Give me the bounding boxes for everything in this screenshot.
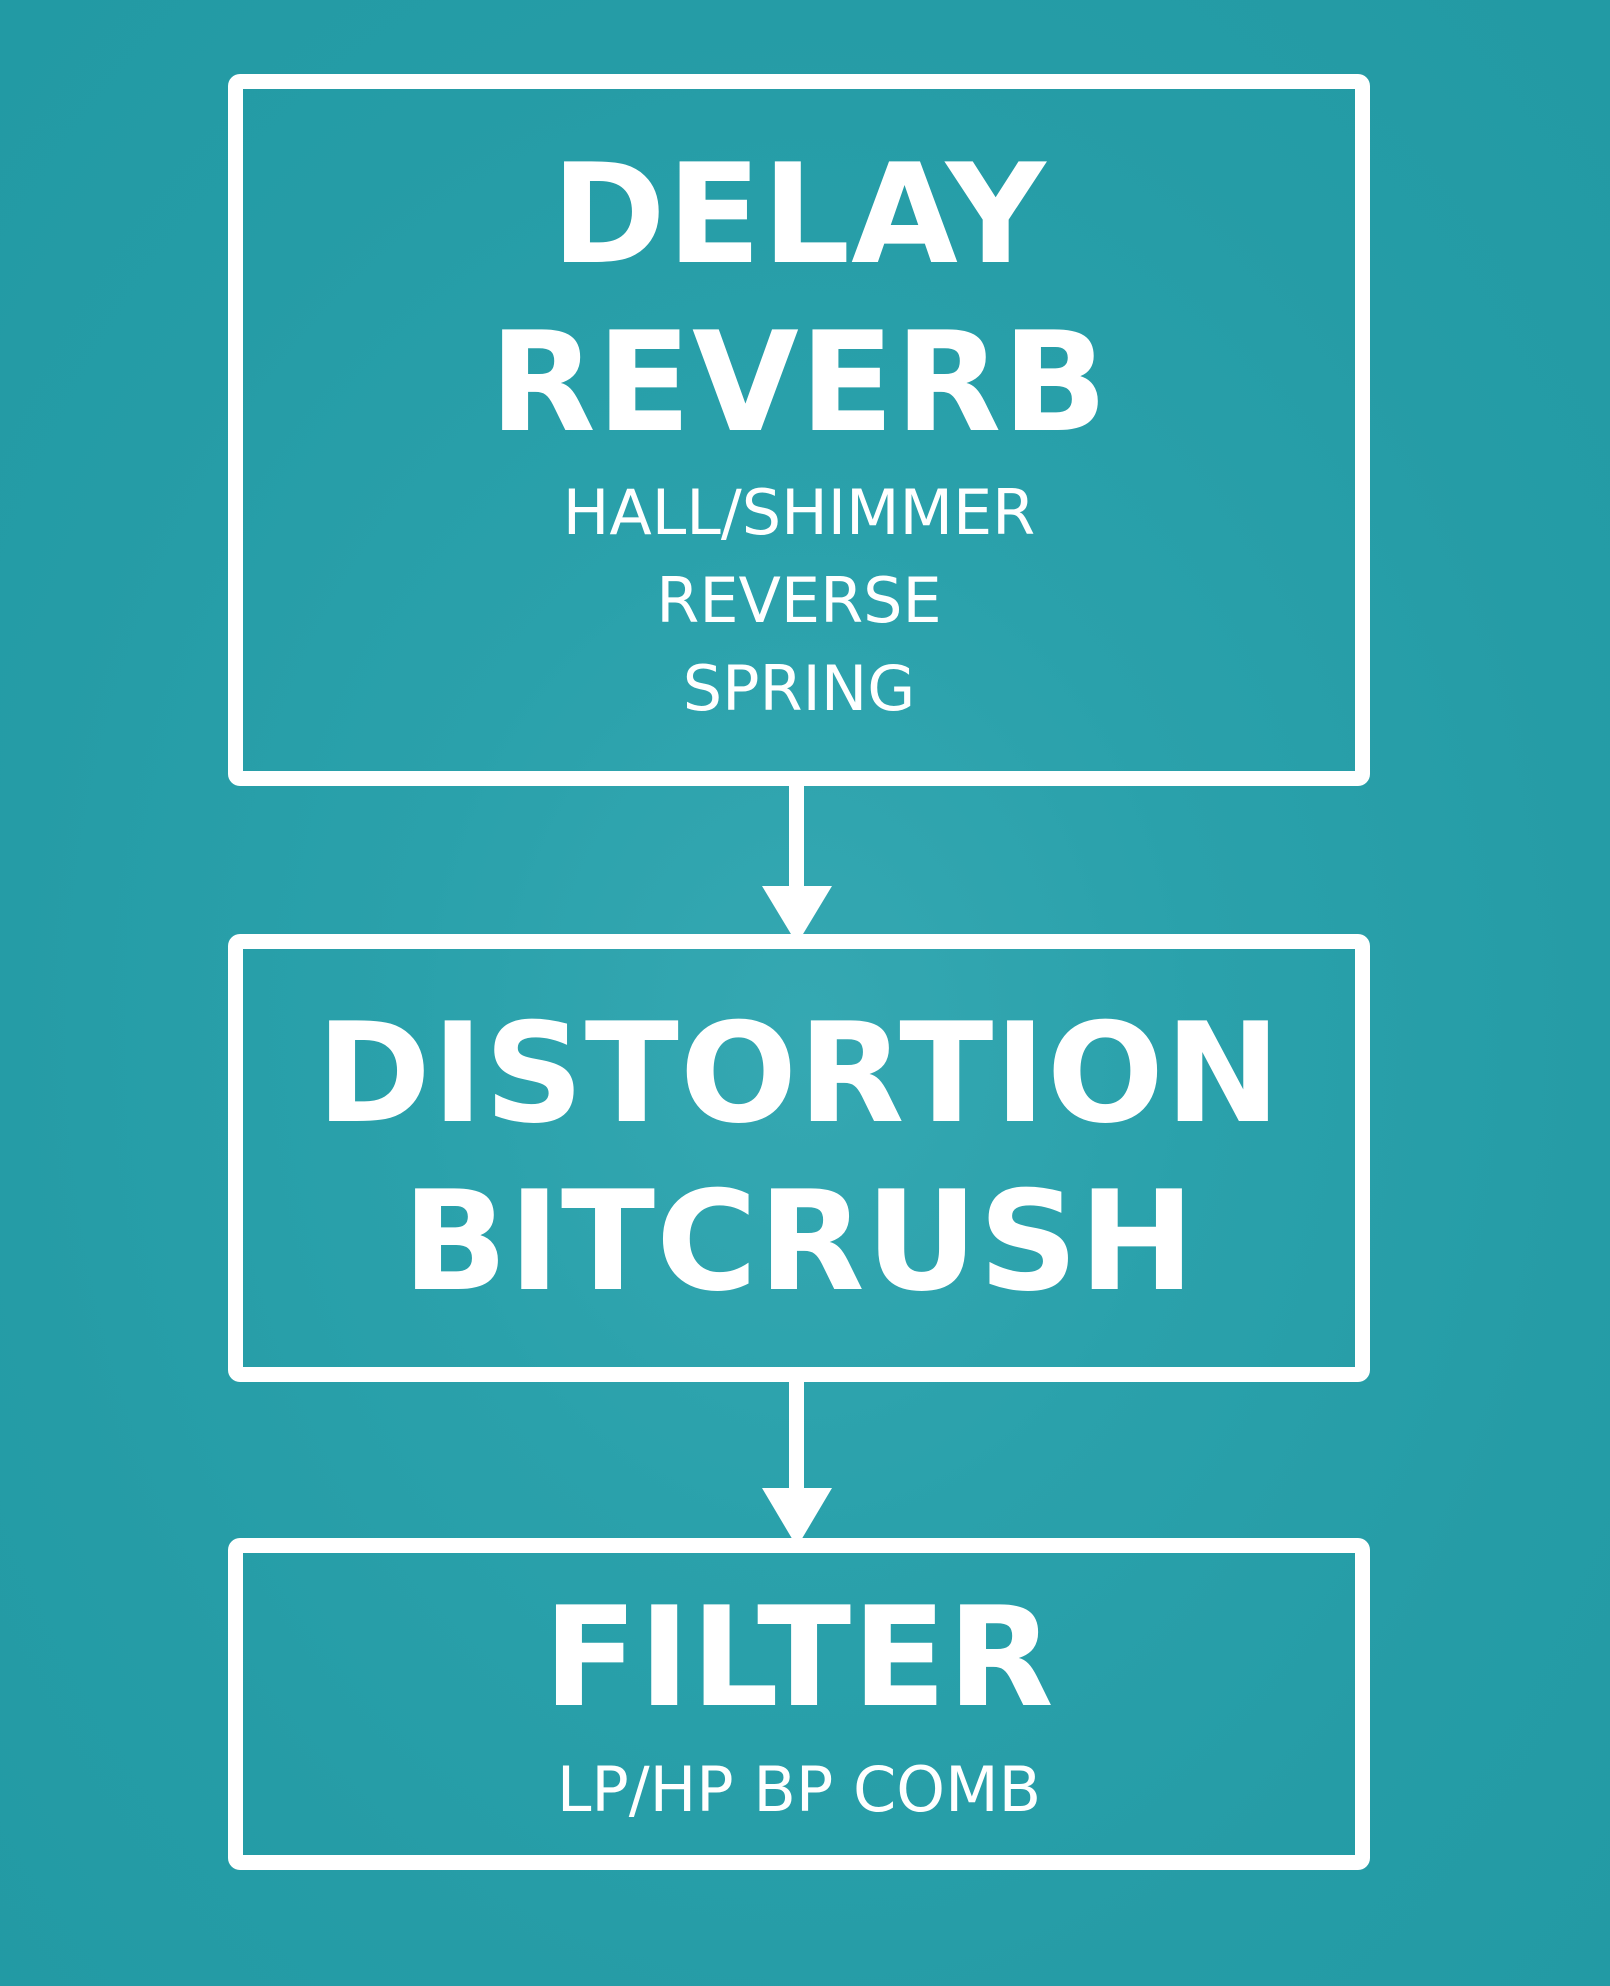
filter-block: FILTER LP/HP BP COMB (228, 1538, 1370, 1870)
block-title-filter: FILTER (543, 1577, 1055, 1738)
reverb-type-spring: SPRING (682, 652, 916, 725)
filter-types: LP/HP BP COMB (557, 1746, 1041, 1834)
block-title-bitcrush: BITCRUSH (402, 1161, 1196, 1322)
arrow-delay-to-distortion (762, 784, 832, 944)
arrow-distortion-to-filter (762, 1380, 832, 1547)
block-title-reverb: REVERB (489, 302, 1109, 463)
block-title-distortion: DISTORTION (316, 993, 1282, 1154)
filter-titles: FILTER (543, 1574, 1054, 1742)
delay-reverb-titles: DELAY REVERB (489, 131, 1108, 467)
delay-reverb-block: DELAY REVERB HALL/SHIMMER REVERSE SPRING (228, 74, 1370, 786)
block-title-delay: DELAY (551, 134, 1047, 295)
distortion-bitcrush-titles: DISTORTION BITCRUSH (316, 990, 1281, 1326)
reverb-types: HALL/SHIMMER REVERSE SPRING (563, 469, 1036, 733)
filter-type-list: LP/HP BP COMB (556, 1753, 1042, 1826)
distortion-bitcrush-block: DISTORTION BITCRUSH (228, 934, 1370, 1382)
reverb-type-hall-shimmer: HALL/SHIMMER (562, 476, 1036, 549)
reverb-type-reverse: REVERSE (656, 564, 942, 637)
